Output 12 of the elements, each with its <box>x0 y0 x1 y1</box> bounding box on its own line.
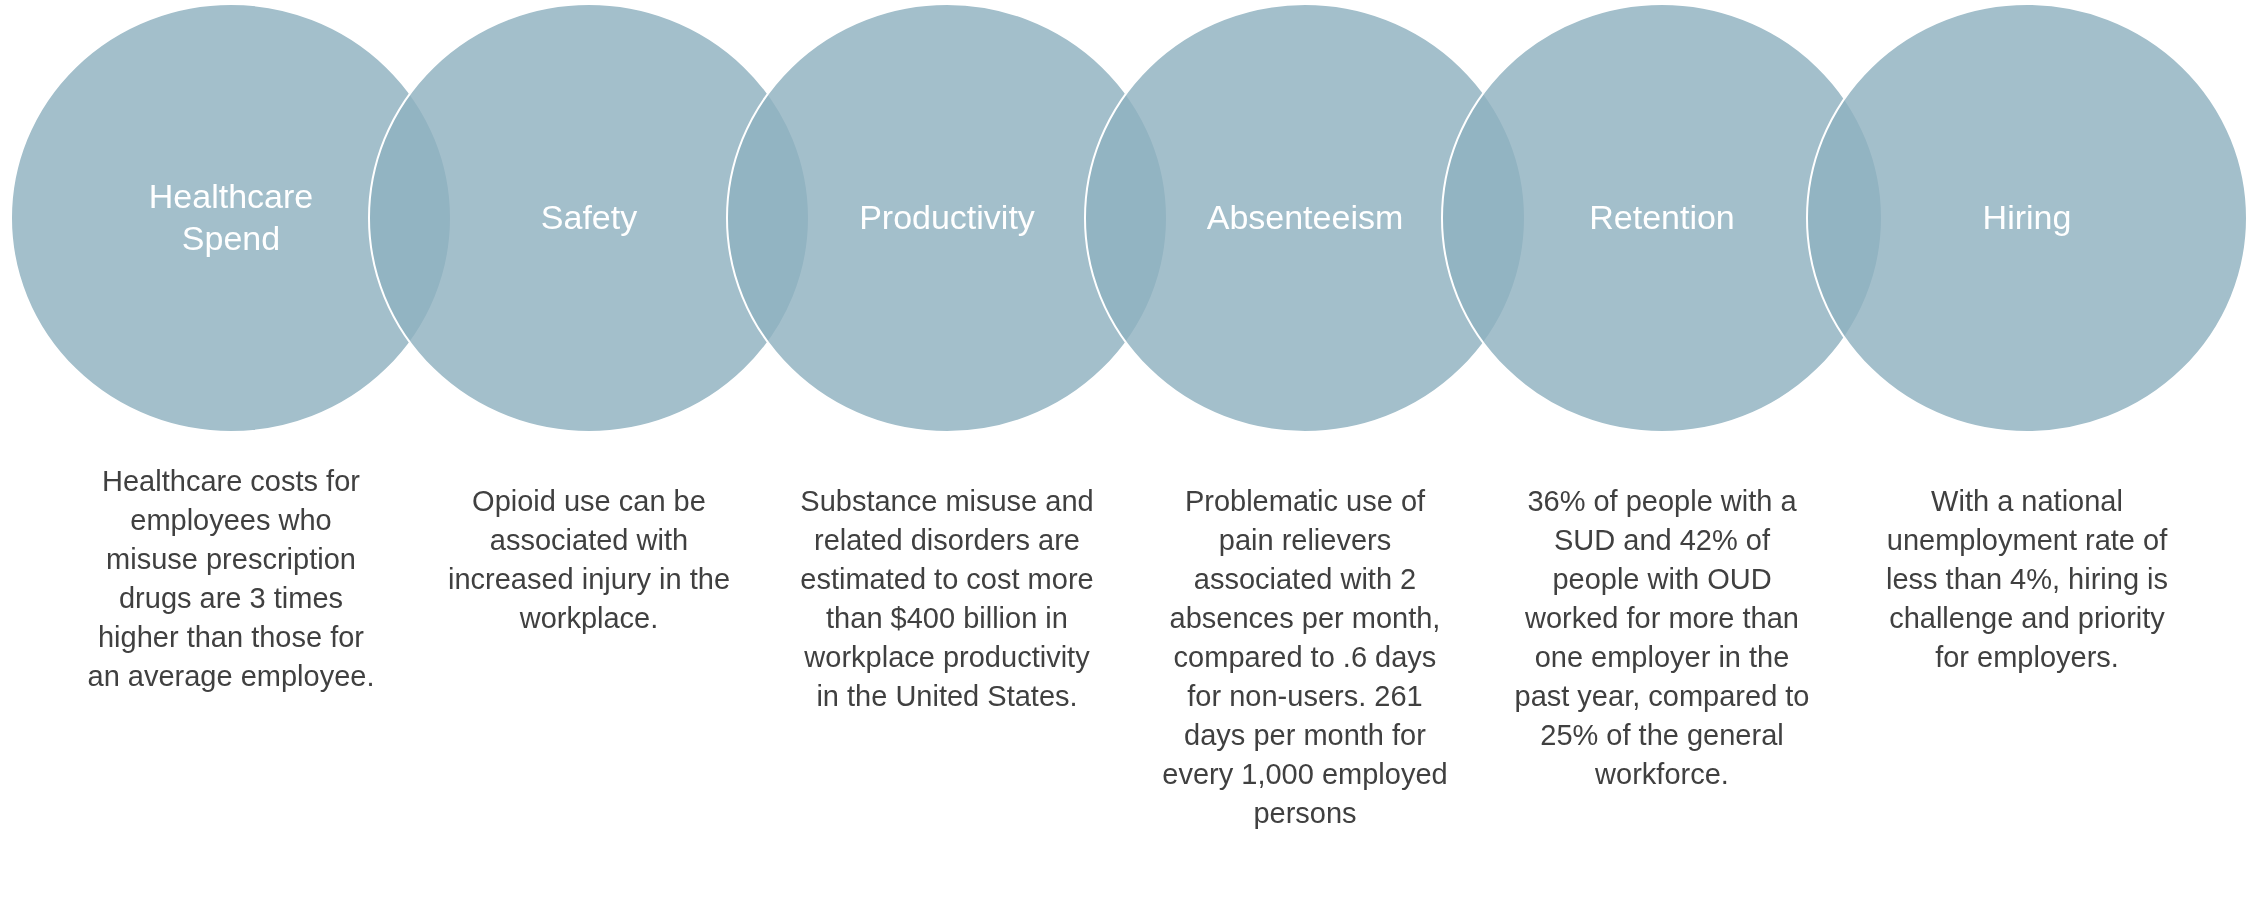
circle-title: Healthcare Spend <box>147 176 315 259</box>
circle-title: Absenteeism <box>1205 197 1405 238</box>
circle-title: Retention <box>1588 197 1736 238</box>
description-text: Problematic use of pain relievers associated with 2 absences per month, compared to .6 days for non-users. 261 days per month for every 1,000 employed persons <box>1161 484 1449 831</box>
circle-title: Productivity <box>858 197 1036 238</box>
description-text: Opioid use can be associated with increased injury in the workplace. <box>446 484 732 636</box>
circle-title: Safety <box>539 197 639 238</box>
description-text: Healthcare costs for employees who misuse prescription drugs are 3 times higher than those for an average employee. <box>86 464 376 694</box>
circle-title: Hiring <box>1981 197 2073 238</box>
description-text: With a national unemployment rate of less than 4%, hiring is challenge and priority for employers. <box>1884 484 2170 675</box>
description-text: 36% of people with a SUD and 42% of people with OUD worked for more than one employer in the past year, compared to 25% of the general workforce. <box>1513 484 1811 792</box>
description-text: Substance misuse and related disorders are estimated to cost more than $400 billion in workplace productivity in the United States. <box>799 484 1095 714</box>
